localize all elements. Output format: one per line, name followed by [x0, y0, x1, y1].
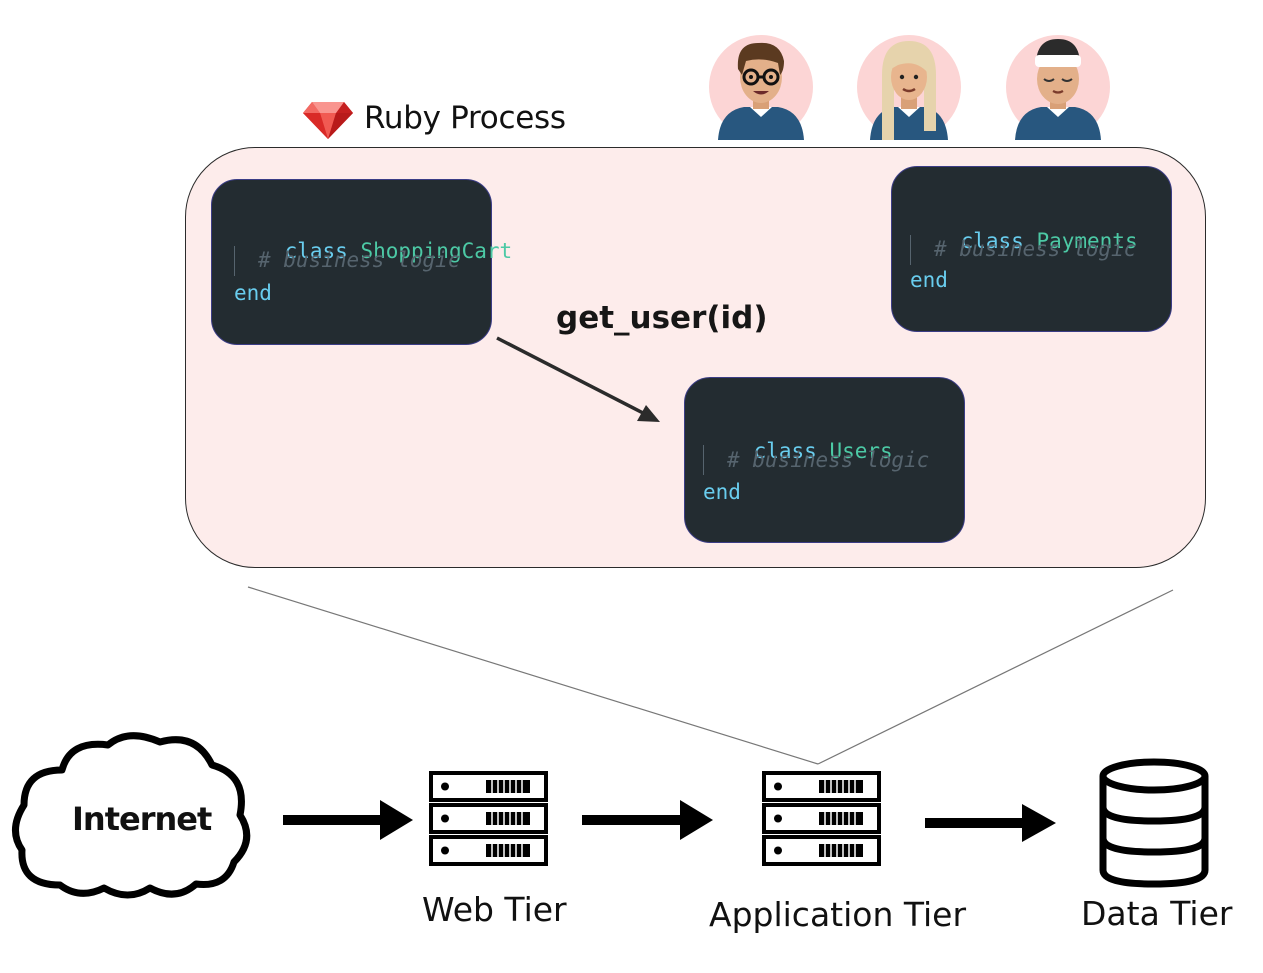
comment: # business logic: [934, 237, 1137, 261]
keyword-end: end: [910, 268, 948, 292]
class-name: Users: [829, 439, 893, 463]
developer-avatar-glasses: [709, 35, 813, 140]
keyword-end: end: [234, 281, 272, 305]
code-block-users: class Users # business logic end: [684, 377, 965, 543]
developer-avatar-blonde: [857, 35, 961, 140]
application-tier-label: Application Tier: [709, 895, 967, 934]
process-title: Ruby Process: [364, 100, 566, 136]
keyword-class: class: [753, 439, 817, 463]
code-block-shoppingcart: class ShoppingCart # business logic end: [211, 179, 512, 345]
data-tier-label: Data Tier: [1081, 894, 1233, 933]
class-name: Payments: [1036, 229, 1138, 253]
indent-guide: [703, 445, 704, 475]
class-name: ShoppingCart: [360, 239, 513, 263]
web-tier-label: Web Tier: [422, 890, 567, 929]
method-call-label: get_user(id): [556, 300, 768, 336]
internet-label: Internet: [72, 800, 212, 838]
keyword-end: end: [703, 480, 741, 504]
ruby-gem-icon: [303, 102, 353, 139]
indent-guide: [910, 235, 911, 265]
comment: # business logic: [258, 248, 461, 272]
indent-guide: [234, 246, 235, 276]
comment: # business logic: [727, 448, 930, 472]
keyword-class: class: [960, 229, 1024, 253]
developer-avatar-headband: [1006, 35, 1110, 140]
keyword-class: class: [284, 239, 348, 263]
code-block-payments: class Payments # business logic end: [891, 166, 1172, 332]
